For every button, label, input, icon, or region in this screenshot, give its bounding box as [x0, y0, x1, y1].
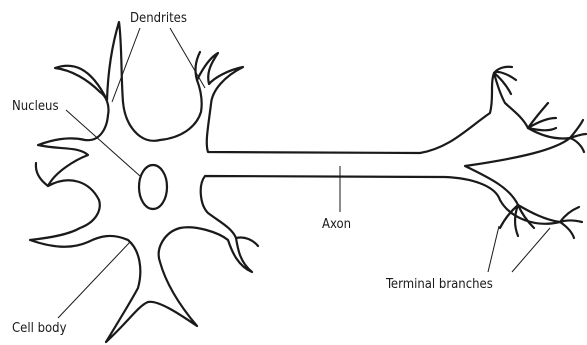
leader-cell-body: [58, 242, 130, 318]
leader-dendrites-right: [170, 28, 205, 88]
terminal-branch: [494, 67, 516, 94]
cell-body-outline: [30, 22, 570, 342]
leader-dendrites-left: [112, 28, 140, 102]
label-axon: Axon: [322, 217, 351, 232]
dendrite-twig-left: [36, 163, 48, 186]
leader-lines: [58, 28, 550, 318]
neuron-outline: [30, 22, 570, 342]
label-cell-body: Cell body: [12, 321, 67, 336]
labels: Dendrites Nucleus Axon Cell body Termina…: [12, 11, 493, 336]
leader-nucleus: [66, 110, 140, 176]
leader-terminal-left: [488, 226, 499, 272]
dendrite-twig-lower: [236, 237, 258, 246]
terminal-branch: [528, 103, 556, 130]
terminal-branch: [570, 120, 586, 152]
label-nucleus: Nucleus: [12, 99, 59, 114]
label-terminal-branches: Terminal branches: [385, 277, 493, 292]
label-dendrites: Dendrites: [130, 11, 187, 26]
nucleus-outline: [139, 165, 167, 209]
terminal-branch: [560, 207, 582, 238]
